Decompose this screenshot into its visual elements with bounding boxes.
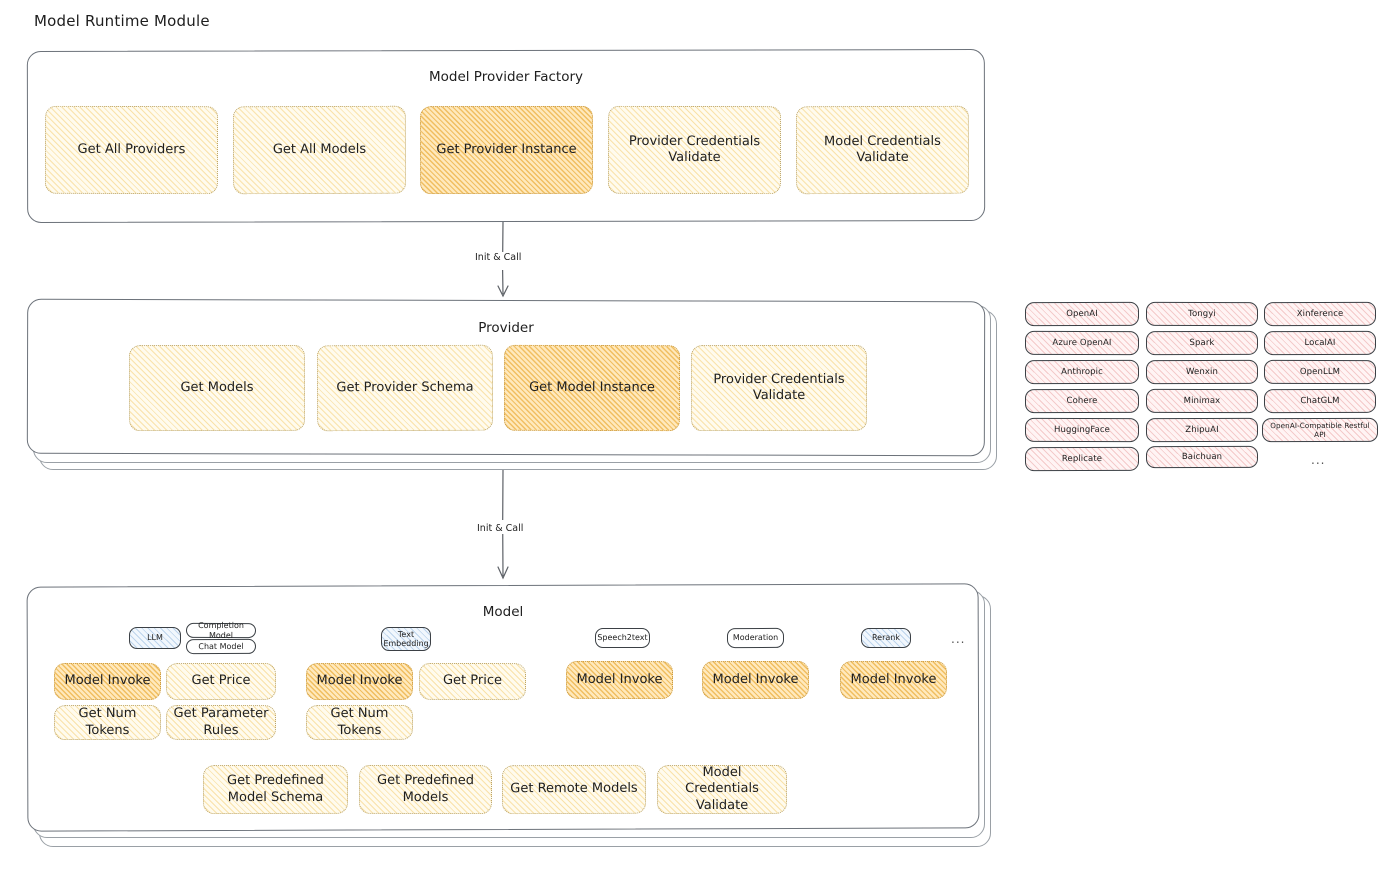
factory-node-get-all-models[interactable]: Get All Models [232, 105, 407, 195]
model-provider-factory-label: Model Provider Factory [428, 69, 583, 85]
provider-chip-anthropic[interactable]: Anthropic [1024, 359, 1140, 385]
provider-chip-wenxin[interactable]: Wenxin [1145, 359, 1259, 385]
provider-chip-cohere[interactable]: Cohere [1024, 388, 1140, 414]
provider-chip-spark[interactable]: Spark [1145, 330, 1259, 356]
factory-node-provider-credentials-validate[interactable]: Provider Credentials Validate [607, 105, 782, 195]
text-embedding-op-get-price[interactable]: Get Price [418, 662, 527, 701]
model-common-op-get-predefined-models[interactable]: Get Predefined Models [358, 764, 493, 815]
model-panel-label: Model [482, 604, 524, 620]
provider-chip-zhipuai[interactable]: ZhipuAI [1145, 417, 1259, 443]
connector-label-init-call-1: Init & Call [472, 252, 525, 263]
model-type-chip-moderation[interactable]: Moderation [726, 627, 785, 649]
provider-chip-huggingface[interactable]: HuggingFace [1024, 417, 1140, 443]
provider-node-get-model-instance[interactable]: Get Model Instance [503, 344, 681, 432]
factory-node-get-all-providers[interactable]: Get All Providers [44, 105, 219, 195]
model-common-op-model-credentials-validate[interactable]: Model Credentials Validate [656, 764, 788, 815]
provider-chip-openai-compatible-restful-api[interactable]: OpenAI-Compatible Restful API [1261, 417, 1379, 443]
moderation-op-model-invoke[interactable]: Model Invoke [701, 660, 810, 700]
factory-node-get-provider-instance[interactable]: Get Provider Instance [419, 105, 594, 195]
provider-node-get-provider-schema[interactable]: Get Provider Schema [316, 344, 494, 432]
model-subtype-chip-completion-model[interactable]: Completion Model [185, 621, 257, 640]
factory-node-model-credentials-validate[interactable]: Model Credentials Validate [795, 105, 970, 195]
provider-chip-localai[interactable]: LocalAI [1263, 330, 1377, 356]
model-type-chip-rerank[interactable]: Rerank [860, 627, 912, 649]
model-common-op-get-remote-models[interactable]: Get Remote Models [501, 764, 647, 815]
text-embedding-op-get-num-tokens[interactable]: Get Num Tokens [305, 704, 414, 741]
provider-chip-baichuan[interactable]: Baichuan [1145, 445, 1259, 469]
provider-chip-chatglm[interactable]: ChatGLM [1263, 388, 1377, 414]
provider-chip-azure-openai[interactable]: Azure OpenAI [1024, 330, 1140, 356]
model-type-chip-llm[interactable]: LLM [128, 626, 182, 650]
provider-chip-xinference[interactable]: Xinference [1263, 301, 1377, 327]
model-types-more-ellipsis: ... [951, 632, 966, 646]
provider-chip-minimax[interactable]: Minimax [1145, 388, 1259, 414]
llm-op-get-price[interactable]: Get Price [165, 662, 277, 701]
provider-chip-tongyi[interactable]: Tongyi [1145, 301, 1259, 327]
provider-node-provider-credentials-validate[interactable]: Provider Credentials Validate [690, 344, 868, 432]
model-type-chip-speech2text[interactable]: Speech2text [594, 627, 651, 649]
connector-label-init-call-2: Init & Call [474, 523, 527, 534]
llm-op-get-parameter-rules[interactable]: Get Parameter Rules [165, 704, 277, 741]
text-embedding-op-model-invoke[interactable]: Model Invoke [305, 662, 414, 701]
llm-op-model-invoke[interactable]: Model Invoke [53, 662, 162, 701]
model-common-op-get-predefined-model-schema[interactable]: Get Predefined Model Schema [202, 764, 349, 815]
provider-chip-openllm[interactable]: OpenLLM [1263, 359, 1377, 385]
model-subtype-chip-chat-model[interactable]: Chat Model [185, 638, 257, 655]
provider-chip-replicate[interactable]: Replicate [1024, 446, 1140, 472]
provider-list-more-ellipsis: ... [1311, 453, 1326, 467]
page-title: Model Runtime Module [34, 12, 210, 30]
model-type-chip-text-embedding[interactable]: Text Embedding [380, 626, 432, 652]
provider-node-get-models[interactable]: Get Models [128, 344, 306, 432]
speech2text-op-model-invoke[interactable]: Model Invoke [565, 660, 674, 700]
provider-chip-openai[interactable]: OpenAI [1024, 301, 1140, 327]
connector-provider-to-model-arrow [497, 470, 509, 580]
rerank-op-model-invoke[interactable]: Model Invoke [839, 660, 948, 700]
llm-op-get-num-tokens[interactable]: Get Num Tokens [53, 704, 162, 741]
provider-panel-label: Provider [478, 320, 534, 336]
